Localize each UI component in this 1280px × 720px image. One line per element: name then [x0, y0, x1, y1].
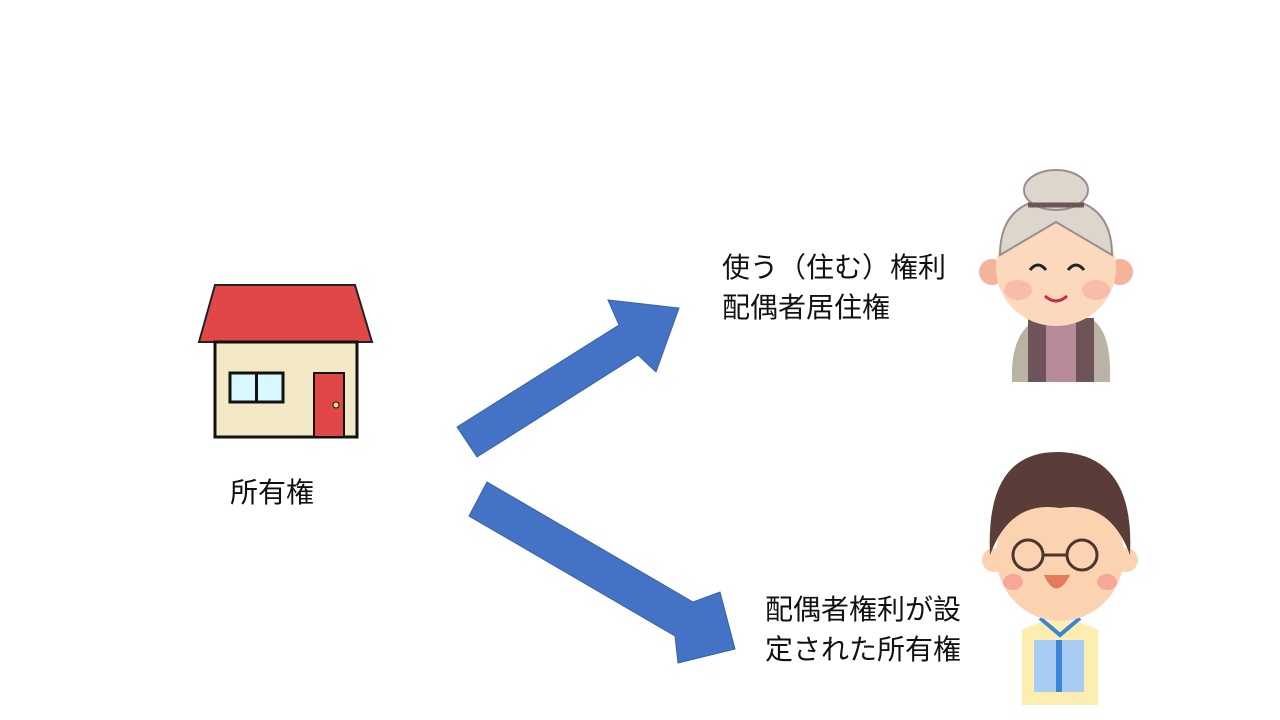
man-with-gift-illustration	[982, 451, 1138, 705]
right-to-use-label: 使う（住む）権利	[722, 251, 947, 284]
house-icon	[197, 284, 374, 439]
grandmother-illustration	[979, 169, 1133, 382]
ownership-label: 所有権	[230, 476, 315, 509]
spouse-residence-right-label: 配偶者居住権	[722, 291, 891, 324]
encumbered-ownership-line1: 配偶者権利が設	[765, 593, 962, 626]
arrow-down-right	[468, 481, 736, 664]
arrow-up-right	[456, 299, 680, 458]
encumbered-ownership-line2: 定された所有権	[765, 633, 962, 666]
